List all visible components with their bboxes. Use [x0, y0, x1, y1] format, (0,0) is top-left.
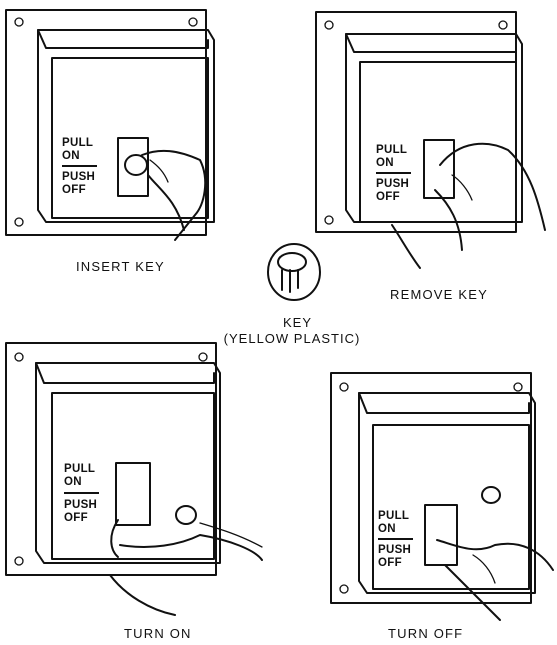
remove-key-illustration	[310, 0, 557, 280]
turn-off-illustration	[325, 365, 557, 625]
push-label: PUSH	[62, 171, 95, 184]
insert-key-illustration	[0, 0, 230, 250]
label-divider	[378, 538, 413, 540]
pull-label: PULL	[62, 137, 93, 150]
key-icon	[258, 240, 328, 310]
remove-key-caption: REMOVE KEY	[390, 287, 488, 302]
on-label: ON	[62, 150, 93, 163]
off-label: OFF	[64, 512, 97, 525]
on-label: ON	[64, 476, 95, 489]
off-label: OFF	[378, 557, 411, 570]
on-label: ON	[376, 157, 407, 170]
pull-label: PULL	[64, 463, 95, 476]
pull-label: PULL	[376, 144, 407, 157]
on-label: ON	[378, 523, 409, 536]
pull-label: PULL	[378, 510, 409, 523]
push-label: PUSH	[378, 544, 411, 557]
push-label: PUSH	[376, 178, 409, 191]
turn-off-caption: TURN OFF	[388, 626, 463, 641]
off-label: OFF	[376, 191, 409, 204]
turn-on-caption: TURN ON	[124, 626, 192, 641]
label-divider	[376, 172, 411, 174]
key-label: KEY	[275, 315, 320, 330]
label-divider	[64, 492, 99, 494]
off-label: OFF	[62, 184, 95, 197]
turn-on-illustration	[0, 335, 270, 625]
push-label: PUSH	[64, 499, 97, 512]
key-figure	[258, 240, 328, 310]
insert-key-caption: INSERT KEY	[76, 259, 165, 274]
label-divider	[62, 165, 97, 167]
